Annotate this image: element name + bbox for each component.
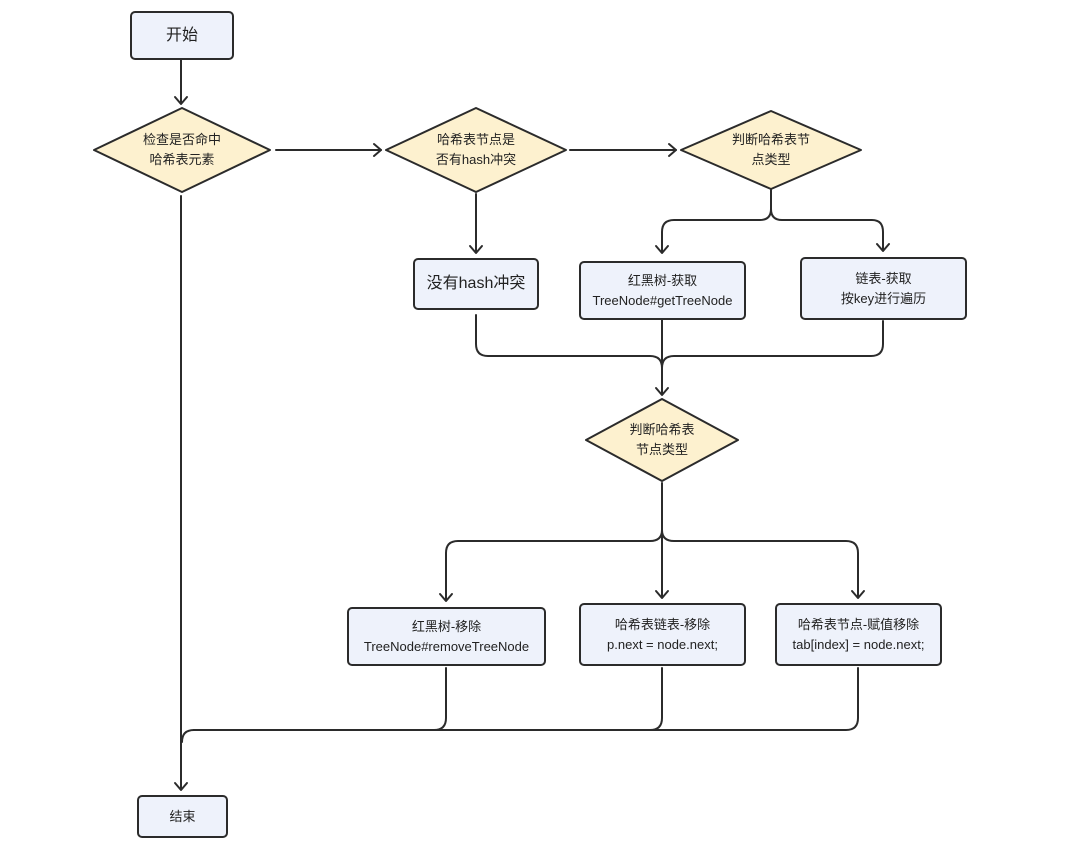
rbtree-remove-node: 红黑树-移除 TreeNode#removeTreeNode (347, 607, 546, 666)
list-remove-line1: 哈希表链表-移除 (614, 616, 711, 632)
hash-conflict-line1: 哈希表节点是 (436, 132, 515, 147)
decision-shape (385, 107, 567, 193)
edge-listremove-to-end (193, 667, 663, 731)
edge-judge2-to-noderemove (661, 529, 859, 598)
arrowhead (668, 143, 677, 157)
judge-type-1-line1: 判断哈希表节 (731, 132, 810, 147)
edge-judge-to-list-get (770, 208, 884, 251)
node-remove-line1: 哈希表节点-赋值移除 (797, 616, 920, 632)
edge-noderemove-to-end (193, 667, 859, 731)
rbtree-get-node: 红黑树-获取 TreeNode#getTreeNode (579, 261, 746, 320)
edge-judge2-to-rbremove (445, 529, 663, 601)
check-hit-decision: 检查是否命中 哈希表元素 (92, 106, 272, 194)
start-node: 开始 (130, 11, 234, 60)
edge-judge-to-rbtree-get (661, 189, 772, 253)
list-remove-line2: p.next = node.next; (607, 636, 718, 652)
arrowhead (851, 590, 865, 599)
end-label: 结束 (169, 808, 196, 824)
arrowhead (373, 143, 382, 157)
rbtree-remove-line1: 红黑树-移除 (411, 618, 482, 634)
check-hit-line2: 哈希表元素 (149, 152, 215, 167)
arrowhead (876, 243, 890, 252)
arrowhead (174, 782, 188, 791)
edge-noconflict-to-merge (475, 314, 663, 369)
hash-conflict-line2: 否有hash冲突 (435, 152, 517, 167)
start-label: 开始 (165, 26, 198, 44)
hash-conflict-decision: 哈希表节点是 否有hash冲突 (384, 106, 568, 194)
node-remove-line2: tab[index] = node.next; (792, 636, 925, 652)
edge-listget-to-merge (661, 320, 884, 369)
no-conflict-label: 没有hash冲突 (426, 275, 526, 292)
judge-type-decision-2: 判断哈希表 节点类型 (584, 397, 740, 483)
arrowhead (174, 96, 188, 105)
check-hit-line1: 检查是否命中 (142, 132, 221, 147)
end-node: 结束 (137, 795, 228, 838)
list-get-line2: 按key进行遍历 (840, 290, 927, 306)
arrowhead (655, 590, 669, 599)
list-get-node: 链表-获取 按key进行遍历 (800, 257, 967, 320)
no-conflict-node: 没有hash冲突 (413, 258, 539, 310)
arrowhead (655, 245, 669, 254)
rbtree-remove-line2: TreeNode#removeTreeNode (363, 638, 530, 654)
decision-shape (93, 107, 271, 193)
list-get-line1: 链表-获取 (855, 270, 912, 286)
judge-type-2-line1: 判断哈希表 (629, 422, 695, 437)
decision-shape (680, 110, 862, 190)
judge-type-2-line2: 节点类型 (635, 442, 688, 457)
arrowhead (469, 245, 483, 254)
list-remove-node: 哈希表链表-移除 p.next = node.next; (579, 603, 746, 666)
judge-type-decision-1: 判断哈希表节 点类型 (679, 109, 863, 191)
arrowhead (439, 593, 453, 602)
node-remove-node: 哈希表节点-赋值移除 tab[index] = node.next; (775, 603, 942, 666)
rbtree-get-line1: 红黑树-获取 (627, 272, 698, 288)
judge-type-1-line2: 点类型 (751, 152, 791, 167)
rbtree-get-line2: TreeNode#getTreeNode (592, 292, 733, 308)
decision-shape (585, 398, 739, 482)
arrowhead (655, 387, 669, 396)
